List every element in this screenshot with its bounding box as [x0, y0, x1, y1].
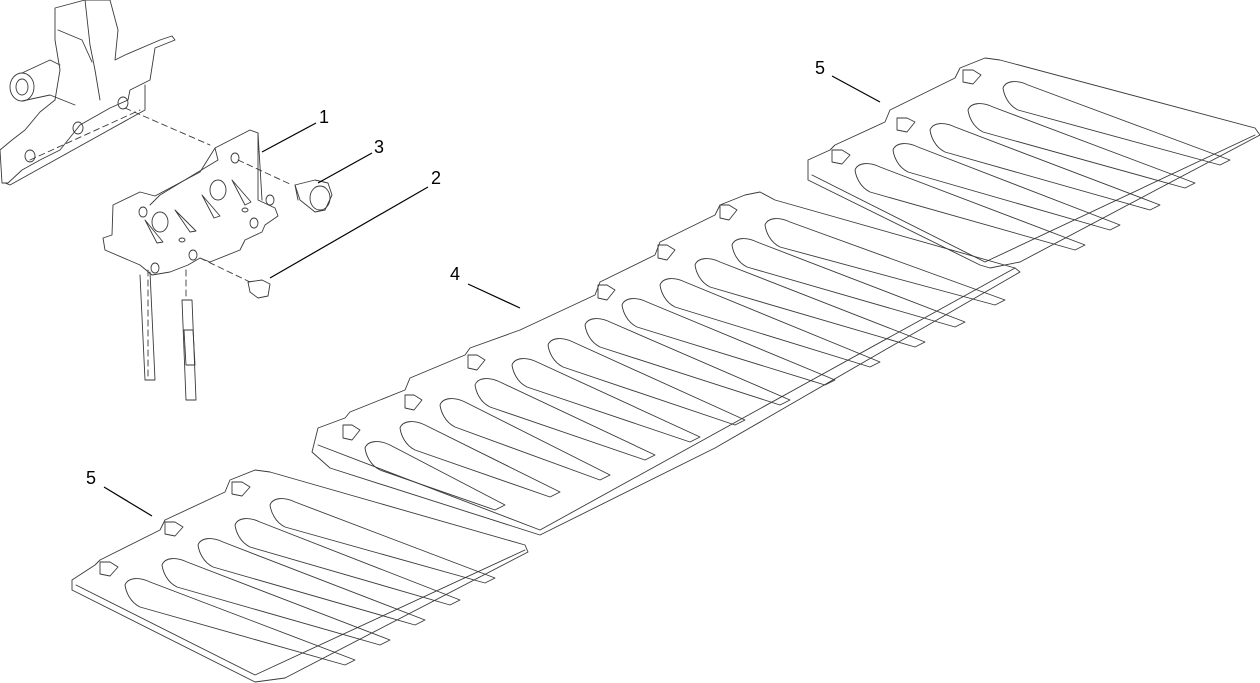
plate-slots	[364, 218, 1006, 511]
hinge-frame	[0, 0, 176, 186]
assembly-guides	[29, 107, 293, 381]
callout-4-long-plate: 4	[450, 264, 461, 284]
callout-5-top-plate: 5	[815, 58, 826, 78]
bracket	[102, 129, 279, 276]
callout-3-bolt: 3	[374, 137, 385, 157]
callout-5-bottom-plate: 5	[86, 468, 97, 488]
callout-2-screw: 2	[431, 168, 442, 188]
hex-bolt	[294, 179, 333, 213]
plate-slots	[854, 81, 1231, 251]
set-screw	[247, 279, 271, 299]
plate-slots	[124, 498, 496, 666]
callout-1-bracket: 1	[319, 107, 330, 127]
short-plate-top	[807, 57, 1260, 269]
pins	[139, 271, 197, 401]
short-plate-bottom	[71, 469, 529, 683]
long-plate	[311, 191, 1021, 536]
leader-lines	[103, 75, 881, 517]
